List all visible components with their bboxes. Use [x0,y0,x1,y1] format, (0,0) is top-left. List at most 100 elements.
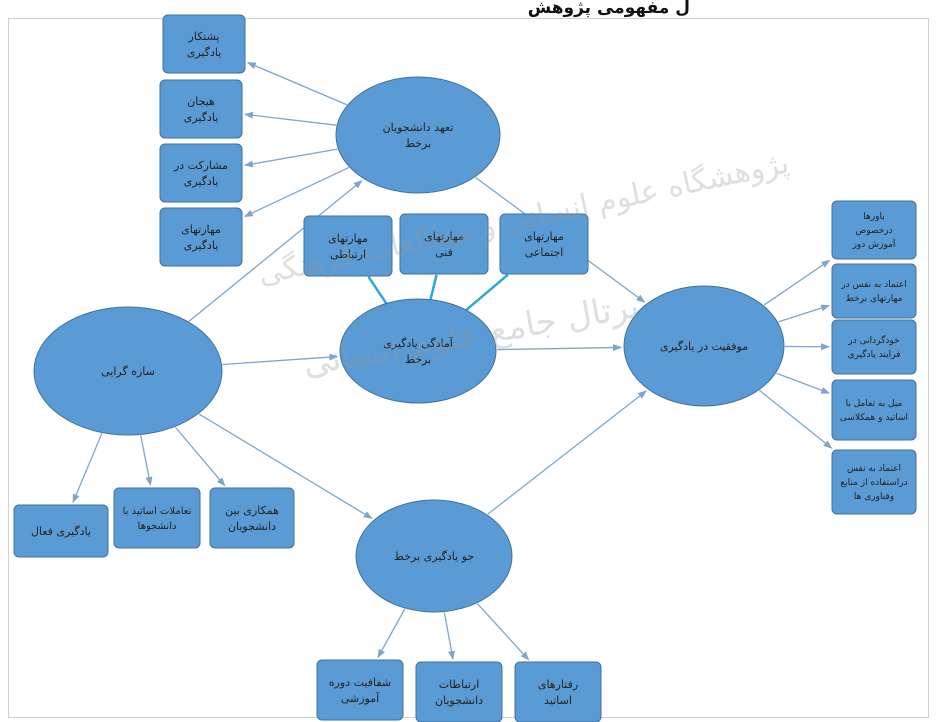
edge-commitment-to-learning-skills [243,166,350,218]
node-label-teacher-interactions-0: تعاملات اساتید با [123,506,192,517]
node-label-success-0: موفقیت در یادگیری [660,340,748,353]
node-shape-climate [355,499,513,613]
node-label-constructivism-0: سازه گرایی [101,365,155,378]
nodes-layer: تعهد دانشجویانبرخطپشتکاریادگیریهیجانیادگ… [13,14,917,722]
edge-commitment-to-excitement [243,111,337,126]
edge-success-to-interaction-desire [776,372,831,394]
node-shape-course-transparency [316,659,404,721]
edge-climate-to-student-relations [443,612,455,661]
node-label-tech-skills-0: مهارتهای [424,230,464,243]
node-shape-teacher-behaviors [514,661,602,722]
edge-success-to-self-confidence-skills [778,304,831,323]
node-shape-active-learning [13,504,109,558]
edge-success-to-beliefs [763,259,831,306]
node-label-confidence-resources-1: دراستفاده از منابع [840,478,907,488]
node-shape-teacher-interactions [113,487,201,549]
node-climate: جو یادگیری برخط [355,499,513,613]
node-constructivism: سازه گرایی [33,306,223,436]
node-label-comm-skills-1: ارتباطی [330,248,366,261]
node-label-self-confidence-skills-0: اعتماد به نفس در [840,280,906,290]
edge-climate-to-success [487,390,647,515]
edge-commitment-to-partner [246,62,348,106]
page-title-fragment: ل مفهومی پژوهش [527,0,690,18]
edge-constructivism-to-active-learning [72,433,103,504]
node-shape-commitment [335,76,501,194]
node-learning-skills: مهارتهای یادگیری [159,207,243,267]
node-label-partner-0: پشتکار [188,30,220,43]
node-label-peer-cooperation-0: همکاری بین [225,504,279,517]
node-label-commitment-0: تعهد دانشجویان [383,121,454,134]
node-label-teacher-behaviors-0: رفتارهای [538,678,578,691]
edge-success-to-confidence-resources [759,389,833,449]
node-label-teacher-behaviors-1: اساتید [544,694,572,707]
node-label-teacher-interactions-1: دانشجوها [138,521,177,532]
node-label-social-skills-0: مهارتهای [524,230,564,243]
node-shape-self-confidence-skills [831,263,917,319]
header-bar: ل مفهومی پژوهش [0,0,939,18]
edge-climate-to-course-transparency [377,608,406,659]
node-label-commitment-1: برخط [405,137,431,150]
node-comm-skills: مهارتهای ارتباطی [303,215,393,277]
node-active-learning: یادگیری فعال [13,504,109,558]
node-self-confidence-skills: اعتماد به نفس در مهارتهای برخط [831,263,917,319]
edge-commitment-to-participation [243,148,338,168]
node-shape-peer-cooperation [209,487,295,549]
node-label-learning-skills-1: یادگیری [184,239,219,252]
edge-comm-skills-to-readiness [367,276,388,305]
node-label-course-transparency-1: آموزشی [341,691,380,705]
node-shape-self-direction [831,319,917,375]
edge-climate-to-teacher-behaviors [476,603,530,661]
node-label-tech-skills-1: فنی [435,246,453,259]
node-shape-tech-skills [399,213,489,275]
node-label-beliefs-0: باورها [863,212,884,222]
edge-constructivism-to-commitment [188,180,363,322]
node-self-direction: خودگردانی در فرایند یادگیری [831,319,917,375]
edge-constructivism-to-teacher-interactions [140,435,153,487]
node-label-interaction-desire-0: میل به تعامل با [846,399,903,409]
node-peer-cooperation: همکاری بین دانشجویان [209,487,295,549]
node-label-participation-0: مشارکت در [173,159,228,172]
node-label-beliefs-2: آموزش دور [852,238,896,250]
node-label-confidence-resources-2: وفناوری ها [854,492,894,502]
node-shape-beliefs [831,200,917,260]
edge-social-skills-to-readiness [465,273,509,312]
node-label-peer-cooperation-1: دانشجویان [228,520,276,533]
node-label-self-direction-1: فرایند یادگیری [848,348,901,360]
node-label-comm-skills-0: مهارتهای [328,232,368,245]
node-tech-skills: مهارتهای فنی [399,213,489,275]
node-label-self-direction-0: خودگردانی در [847,334,899,346]
node-label-course-transparency-0: شفافیت دوره [329,676,391,689]
node-label-readiness-0: آمادگی یادگیری [383,336,454,350]
node-shape-readiness [339,298,497,404]
node-shape-learning-skills [159,207,243,267]
node-label-beliefs-1: درخصوص [855,226,892,236]
node-shape-social-skills [499,213,589,275]
node-shape-confidence-resources [831,449,917,515]
node-partner: پشتکار یادگیری [162,14,246,74]
edge-constructivism-to-readiness [222,353,339,366]
node-label-learning-skills-0: مهارتهای [181,223,221,236]
node-shape-participation [159,143,243,203]
edge-constructivism-to-peer-cooperation [174,426,226,487]
node-label-excitement-1: یادگیری [184,111,219,124]
node-label-partner-1: یادگیری [187,46,222,59]
node-course-transparency: شفافیت دوره آموزشی [316,659,404,721]
node-beliefs: باورها درخصوص آموزش دور [831,200,917,260]
node-success: موفقیت در یادگیری [623,285,785,407]
node-shape-excitement [159,79,243,139]
edge-tech-skills-to-readiness [429,274,438,300]
node-shape-success [623,285,785,407]
node-label-student-relations-0: ارتباطات [439,678,480,691]
node-teacher-interactions: تعاملات اساتید با دانشجوها [113,487,201,549]
node-label-self-confidence-skills-1: مهارتهای برخط [846,294,903,304]
node-shape-comm-skills [303,215,393,277]
node-shape-constructivism [33,306,223,436]
node-shape-student-relations [415,661,503,722]
node-label-climate-0: جو یادگیری برخط [394,550,474,563]
